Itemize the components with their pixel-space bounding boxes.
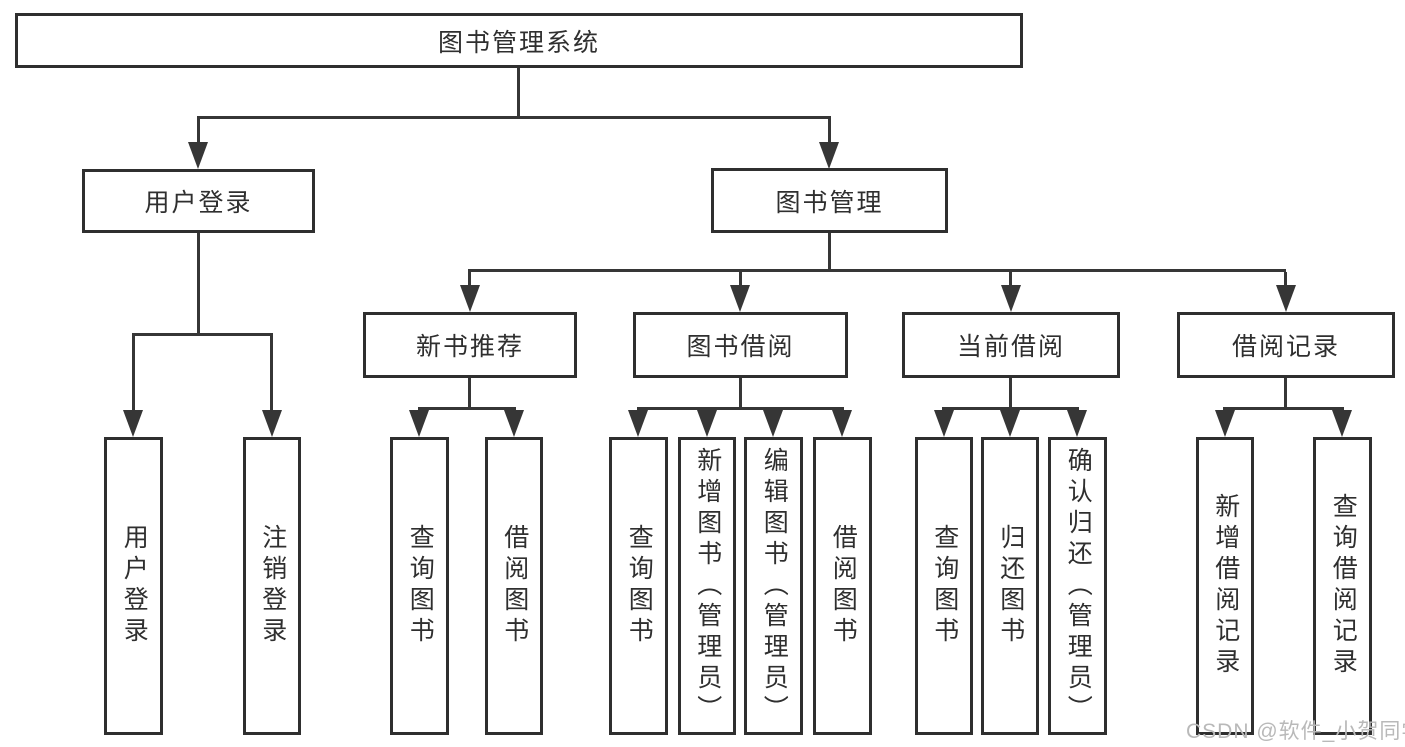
arrow-down-icon <box>763 410 783 437</box>
connector-line <box>637 407 844 410</box>
connector-line <box>1284 378 1287 409</box>
connector-line <box>828 119 831 145</box>
leaf-logout-login: 注销登录 <box>243 437 301 735</box>
connector-line <box>739 272 742 286</box>
leaf-borrowing-add-books-admin: 新增图书（管理员） <box>678 437 736 735</box>
leaf-current-return-books-label: 归还图书 <box>996 524 1025 648</box>
arrow-down-icon <box>1001 285 1021 312</box>
arrow-down-icon <box>1276 285 1296 312</box>
leaf-borrowing-edit-books-admin-label: 编辑图书（管理员） <box>760 446 789 726</box>
csdn-watermark: CSDN @软件_小贺同学 <box>1186 720 1405 743</box>
leaf-records-add-record-label: 新增借阅记录 <box>1211 493 1240 679</box>
connector-line <box>739 378 742 409</box>
arrow-down-icon <box>1000 410 1020 437</box>
arrow-down-icon <box>934 410 954 437</box>
leaf-current-confirm-return-admin: 确认归还（管理员） <box>1048 437 1107 735</box>
leaf-borrowing-add-books-admin-label: 新增图书（管理员） <box>693 446 722 726</box>
leaf-current-query-books: 查询图书 <box>915 437 973 735</box>
connector-line <box>1009 272 1012 286</box>
connector-line <box>468 378 471 409</box>
leaf-recommend-borrow-books: 借阅图书 <box>485 437 543 735</box>
node-root-label: 图书管理系统 <box>437 28 600 57</box>
connector-line <box>197 116 831 119</box>
arrow-down-icon <box>188 142 208 169</box>
node-new-book-recommendation-label: 新书推荐 <box>415 333 524 361</box>
connector-line <box>468 269 1286 272</box>
connector-line <box>1284 272 1287 286</box>
node-book-management: 图书管理 <box>711 168 948 233</box>
connector-line <box>517 68 520 118</box>
arrow-down-icon <box>697 410 717 437</box>
arrow-down-icon <box>123 410 143 437</box>
leaf-records-add-record: 新增借阅记录 <box>1196 437 1254 735</box>
leaf-recommend-query-books: 查询图书 <box>390 437 449 735</box>
arrow-down-icon <box>730 285 750 312</box>
connector-line <box>942 407 1079 410</box>
arrow-down-icon <box>262 410 282 437</box>
leaf-user-login-label: 用户登录 <box>120 524 149 648</box>
leaf-borrowing-query-books: 查询图书 <box>609 437 668 735</box>
arrow-down-icon <box>819 142 839 169</box>
arrow-down-icon <box>460 285 480 312</box>
leaf-current-query-books-label: 查询图书 <box>930 524 959 648</box>
arrow-down-icon <box>832 410 852 437</box>
arrow-down-icon <box>409 410 429 437</box>
arrow-down-icon <box>504 410 524 437</box>
node-current-borrowing: 当前借阅 <box>902 312 1120 378</box>
node-new-book-recommendation: 新书推荐 <box>363 312 577 378</box>
node-book-management-label: 图书管理 <box>775 188 884 217</box>
leaf-borrowing-borrow-books-label: 借阅图书 <box>829 524 858 648</box>
node-borrowing-records: 借阅记录 <box>1177 312 1395 378</box>
connector-line <box>828 233 831 271</box>
leaf-current-confirm-return-admin-label: 确认归还（管理员） <box>1064 446 1093 726</box>
connector-line <box>197 233 200 335</box>
leaf-borrowing-edit-books-admin: 编辑图书（管理员） <box>744 437 803 735</box>
leaf-current-return-books: 归还图书 <box>981 437 1039 735</box>
arrow-down-icon <box>628 410 648 437</box>
leaf-logout-login-label: 注销登录 <box>258 524 287 648</box>
connector-line <box>468 272 471 286</box>
connector-line <box>418 407 516 410</box>
leaf-records-query-record-label: 查询借阅记录 <box>1329 493 1358 679</box>
connector-line <box>1009 378 1012 409</box>
node-user-login: 用户登录 <box>82 169 315 233</box>
leaf-recommend-borrow-books-label: 借阅图书 <box>500 524 529 648</box>
leaf-records-query-record: 查询借阅记录 <box>1313 437 1372 735</box>
leaf-borrowing-query-books-label: 查询图书 <box>625 524 654 648</box>
node-root: 图书管理系统 <box>15 13 1023 68</box>
arrow-down-icon <box>1215 410 1235 437</box>
node-borrowing-records-label: 借阅记录 <box>1231 333 1340 361</box>
leaf-recommend-query-books-label: 查询图书 <box>406 524 435 648</box>
node-book-borrowing: 图书借阅 <box>633 312 848 378</box>
node-current-borrowing-label: 当前借阅 <box>956 333 1065 361</box>
leaf-borrowing-borrow-books: 借阅图书 <box>813 437 872 735</box>
connector-line <box>197 119 200 145</box>
node-user-login-label: 用户登录 <box>144 189 253 217</box>
node-book-borrowing-label: 图书借阅 <box>686 333 795 361</box>
connector-line <box>132 336 135 412</box>
arrow-down-icon <box>1067 410 1087 437</box>
connector-line <box>132 333 273 336</box>
connector-line <box>1223 407 1344 410</box>
connector-line <box>270 336 273 412</box>
arrow-down-icon <box>1332 410 1352 437</box>
leaf-user-login: 用户登录 <box>104 437 163 735</box>
